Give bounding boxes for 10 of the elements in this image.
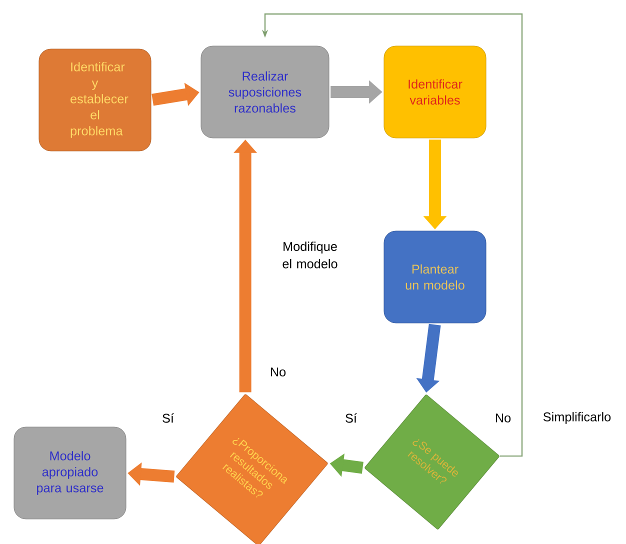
note-text: Simplificarlo [543,412,611,424]
process-box: Identificar variables [384,46,486,138]
process-box: Modelo apropiado para usarse [14,426,126,520]
edge-label: No [270,368,286,376]
edge-label: Sí [346,413,357,423]
note-text: Modifique el modelo [282,242,338,268]
process-box: Identificar y establecer el problema [38,48,152,152]
process-box: Plantear un modelo [384,230,486,324]
edge-label: Sí [162,413,174,423]
process-box: Realizar suposiciones razonables [200,46,330,138]
